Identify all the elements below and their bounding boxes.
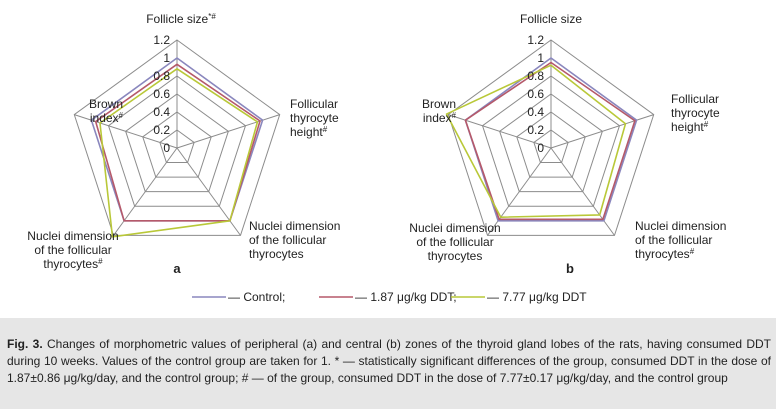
legend-label: — 7.77 μg/kg DDT <box>487 290 587 304</box>
radar-chart-a: 0 0.2 0.4 0.6 0.8 1 1.2 Follicle size*# Follicul… <box>27 12 340 277</box>
grid-ring <box>73 39 281 236</box>
tick-label: 1.2 <box>153 33 170 47</box>
chart-panel: 0 0.2 0.4 0.6 0.8 1 1.2 Follicle size*# Follicul… <box>27 11 727 305</box>
caption-label: Fig. 3. <box>7 337 43 351</box>
radar-chart-b: 0 0.2 0.4 0.6 0.8 1 1.2 Follicle sizeFollicular… <box>409 12 726 276</box>
grid-ring <box>159 129 195 164</box>
series-ddt_777 <box>445 64 627 218</box>
tick-label: 0 <box>537 141 544 155</box>
grid-ring <box>142 111 212 178</box>
tick-label: 0.6 <box>153 87 170 101</box>
axis-spoke <box>176 114 280 149</box>
grid-ring <box>499 93 603 193</box>
tick-label: 1 <box>537 51 544 65</box>
series-ddt_777 <box>99 68 259 238</box>
grid-ring <box>125 93 229 193</box>
caption-text: Changes of morphometric values of periph… <box>7 337 771 385</box>
legend: — Control; — 1.87 μg/kg DDT; — 7.77 μg/kg … <box>192 290 587 304</box>
tick-label: 1 <box>163 51 170 65</box>
tick-label: 1.2 <box>527 33 544 47</box>
grid-ring <box>516 111 586 178</box>
axis-label: Follicle size <box>520 12 582 26</box>
caption-panel: Fig. 3. Changes of morphometric values o… <box>0 318 776 409</box>
grid-ring <box>447 39 655 236</box>
legend-label: — Control; <box>228 290 285 304</box>
panel-label: b <box>566 261 574 276</box>
tick-label: 0.6 <box>527 87 544 101</box>
panel-label: a <box>173 261 181 276</box>
grid-ring <box>481 75 621 207</box>
axis-spoke <box>550 114 654 149</box>
axis-label: Follicle size*# <box>146 12 216 27</box>
tick-label: 0.2 <box>153 123 170 137</box>
tick-label: 0.8 <box>527 69 544 83</box>
series-ddt_187 <box>464 61 636 221</box>
legend-label: — 1.87 μg/kg DDT; <box>355 290 457 304</box>
tick-label: 0.4 <box>527 105 544 119</box>
tick-label: 0.2 <box>527 123 544 137</box>
tick-label: 0.8 <box>153 69 170 83</box>
grid-ring <box>533 129 569 164</box>
chart-svg: 0 0.2 0.4 0.6 0.8 1 1.2 Follicle size*# Follicul… <box>27 12 726 305</box>
figure-caption: Fig. 3. Changes of morphometric values o… <box>7 336 771 387</box>
tick-label: 0.4 <box>153 105 170 119</box>
tick-label: 0 <box>163 141 170 155</box>
series-ddt_187 <box>94 63 261 222</box>
grid-ring <box>107 75 247 207</box>
